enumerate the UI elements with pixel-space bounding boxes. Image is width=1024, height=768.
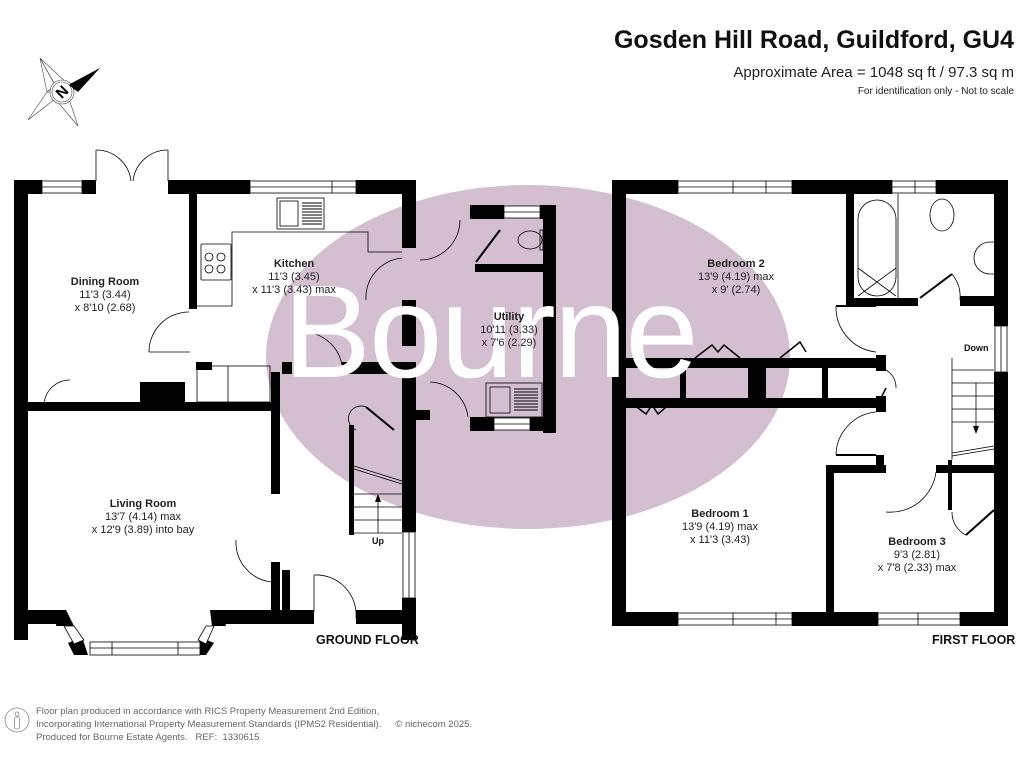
room-label-bedroom-2: Bedroom 2 13'9 (4.19) max x 9' (2.74)	[697, 258, 775, 296]
ground-floor-windows	[41, 180, 541, 656]
scale-disclaimer: For identification only - Not to scale	[857, 86, 1014, 97]
property-title: Gosden Hill Road, Guildford, GU4	[613, 26, 1014, 54]
first-floor-windows	[677, 180, 1008, 626]
compass-north-icon: N	[27, 57, 100, 127]
watermark-text: Bourne	[283, 258, 699, 405]
ground-floor-fixtures	[196, 197, 544, 534]
stairs-down-label: Down	[964, 343, 989, 353]
room-label-bedroom-1: Bedroom 1 13'9 (4.19) max x 11'3 (3.43)	[681, 508, 759, 546]
first-floor-plan	[612, 180, 1008, 626]
person-icon	[4, 707, 30, 733]
approximate-area: Approximate Area = 1048 sq ft / 97.3 sq …	[733, 64, 1014, 81]
ground-floor-plan	[14, 180, 556, 655]
stairs-up-label: Up	[372, 536, 384, 546]
footer-line-3: Produced for Bourne Estate Agents. REF: …	[36, 732, 260, 743]
stairs-down-arrow-icon	[973, 426, 979, 434]
watermark-ellipse	[266, 185, 790, 529]
copyright: © nichecom 2025.	[395, 719, 473, 730]
ground-floor-label: GROUND FLOOR	[316, 633, 419, 647]
footer-line-2: Incorporating International Property Mea…	[36, 719, 473, 730]
first-floor-label: FIRST FLOOR	[932, 633, 1016, 647]
room-label-kitchen: Kitchen 11'3 (3.45) x 11'3 (3.43) max	[252, 258, 336, 296]
first-floor-doors-fixtures	[629, 194, 996, 536]
stairs-up-arrow-icon	[375, 494, 381, 502]
footer-line-1: Floor plan produced in accordance with R…	[36, 706, 380, 717]
room-label-utility: Utility 10'11 (3.33) x 7'6 (2.29)	[480, 311, 538, 349]
room-label-living-room: Living Room 13'7 (4.14) max x 12'9 (3.89…	[91, 498, 195, 536]
room-label-dining-room: Dining Room 11'3 (3.44) x 8'10 (2.68)	[70, 276, 140, 314]
footer-credits: Floor plan produced in accordance with R…	[36, 705, 472, 744]
room-label-bedroom-3: Bedroom 3 9'3 (2.81) x 7'8 (2.33) max	[877, 536, 957, 574]
ground-floor-doors	[43, 149, 501, 619]
